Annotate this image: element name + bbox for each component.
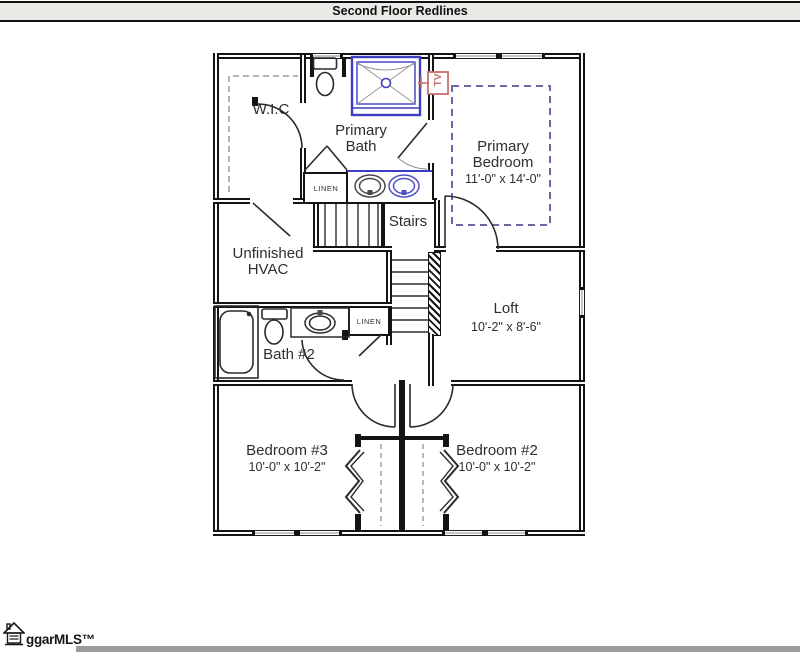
window (297, 530, 342, 536)
room-label-stairs: Stairs (388, 213, 428, 230)
mls-logo-text: ggarMLS™ (26, 632, 95, 647)
wall-segment (313, 200, 319, 250)
wall-segment (342, 530, 442, 536)
window (310, 53, 343, 59)
stair-treads-upper (324, 204, 379, 246)
closet-wall (405, 436, 446, 440)
room-label-loft: Loft (493, 300, 519, 317)
sink-icon (290, 307, 350, 338)
footer-bar (76, 646, 800, 652)
title-bar: Second Floor Redlines (0, 1, 800, 22)
wall-segment (300, 55, 306, 103)
window (579, 287, 585, 318)
wall-post (355, 434, 361, 447)
wall-segment (545, 53, 585, 59)
bedroom3-door-arc (351, 383, 396, 428)
room-label-primary-bedroom: Primary Bedroom (472, 138, 534, 171)
wall-segment (434, 200, 440, 250)
room-dims-primary-bedroom: 11'-0" x 14'-0" (465, 172, 541, 186)
bath-bedroom-door-leaf (397, 122, 428, 159)
primary-bedroom-door-arc (444, 195, 499, 250)
window (485, 530, 528, 536)
closet-divider-wall (399, 380, 405, 530)
window (499, 53, 545, 59)
linen-label: LINEN (356, 316, 382, 326)
bath2-door-arc (301, 339, 345, 381)
hvac-door-leaf (252, 202, 291, 237)
sink-redline-icon (388, 174, 420, 198)
wall-post (342, 330, 348, 340)
room-label-hvac: Unfinished HVAC (232, 245, 304, 278)
room-label-bath2: Bath #2 (263, 346, 315, 363)
wall-segment (381, 202, 385, 248)
wall-post (355, 514, 361, 530)
linen-door-leaf (358, 333, 383, 357)
wall-segment (213, 380, 352, 386)
window (453, 53, 499, 59)
wall-post (252, 97, 258, 106)
sink-icon (354, 174, 386, 198)
house-logo-icon (3, 621, 25, 646)
wic-shelf-dashed-line (228, 75, 298, 192)
tv-marker: TV (418, 71, 449, 95)
bedroom2-door-arc (409, 383, 454, 428)
room-label-primary-bath: Primary Bath (335, 122, 387, 155)
wall-segment (579, 53, 585, 287)
room-dims-bedroom3: 10'-0" x 10'-2" (248, 460, 326, 474)
room-label-wic: W.I.C (252, 101, 290, 118)
wall-post (310, 57, 314, 77)
wall-segment (579, 318, 585, 536)
stair-treads-lower (392, 259, 428, 333)
closet-wall (358, 436, 399, 440)
wall-segment (213, 530, 252, 536)
wall-segment (528, 530, 585, 536)
page-title: Second Floor Redlines (332, 4, 468, 18)
toilet-icon (312, 57, 338, 97)
tv-marker-label: TV (433, 73, 444, 86)
wall-post (443, 514, 449, 530)
wall-segment (213, 53, 219, 536)
wall-segment (313, 246, 392, 252)
wall-segment (451, 380, 585, 386)
room-dims-loft: 10'-2" x 8'-6" (471, 320, 541, 334)
shower-redline (350, 55, 422, 117)
bifold-doors-bedroom3 (344, 449, 365, 514)
room-label-bedroom3: Bedroom #3 (246, 442, 328, 459)
room-label-bedroom2: Bedroom #2 (456, 442, 538, 459)
bath-bedroom-door-arc (397, 157, 428, 170)
primary-bedroom-redline-rect (451, 85, 551, 226)
room-dims-bedroom2: 10'-0" x 10'-2" (458, 460, 536, 474)
linen-closet-primary: LINEN (303, 172, 349, 204)
wall-post (342, 57, 346, 77)
window (252, 530, 297, 536)
wall-segment (386, 252, 392, 345)
wall-segment (428, 334, 434, 386)
bathtub-icon (214, 305, 259, 379)
toilet-icon (261, 308, 288, 345)
wall-segment (213, 53, 310, 59)
bifold-doors-bedroom2 (439, 449, 460, 514)
stair-railing (428, 252, 441, 336)
wall-segment (434, 246, 446, 252)
wic-door-arc (257, 103, 303, 149)
mls-logo: ggarMLS™ (3, 621, 95, 647)
wall-post (443, 434, 449, 447)
linen-closet-hall: LINEN (348, 306, 390, 336)
bath-door-leaf (326, 145, 348, 171)
wall-segment (213, 198, 250, 204)
window (442, 530, 485, 536)
bath-door-leaf (304, 145, 328, 171)
wall-segment (213, 302, 392, 308)
linen-label: LINEN (313, 183, 339, 193)
wall-segment (496, 246, 585, 252)
